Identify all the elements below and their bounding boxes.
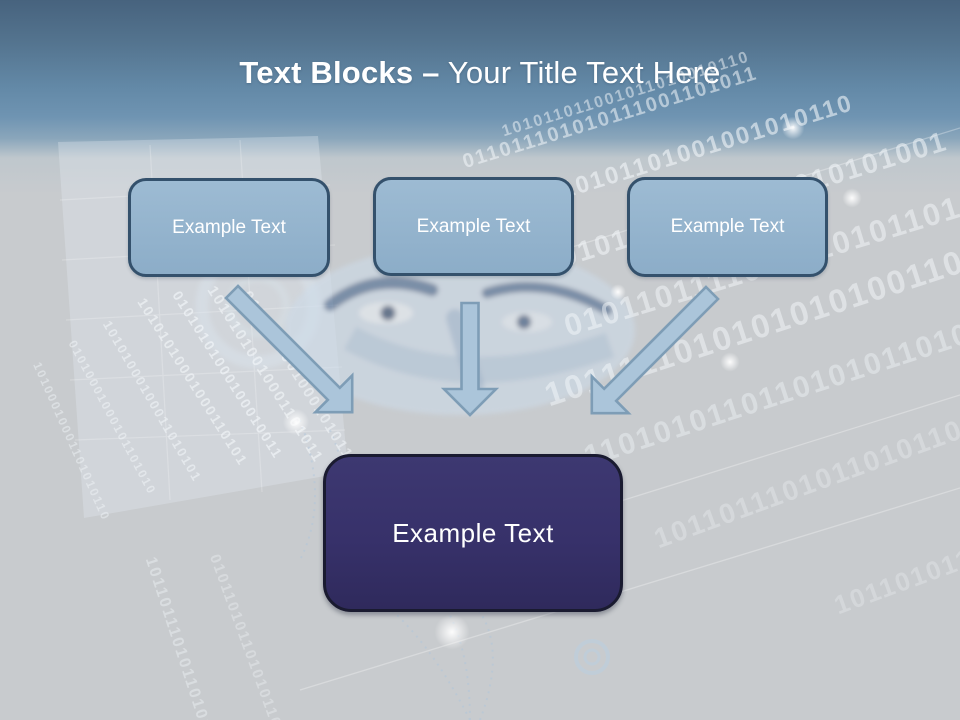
center-text-block: Example Text [323, 454, 623, 612]
text-block-2: Example Text [373, 177, 574, 276]
text-block-1-label: Example Text [172, 216, 286, 238]
text-block-3-label: Example Text [670, 216, 785, 237]
title-bold-segment: Text Blocks – [239, 55, 440, 90]
spiral-doodle [574, 639, 610, 675]
center-text-block-label: Example Text [392, 517, 554, 548]
face-artwork [285, 245, 635, 415]
arrow-down-right-icon [224, 284, 354, 414]
header-gradient [0, 0, 960, 195]
title-regular-segment: Your Title Text Here [447, 55, 721, 90]
dotted-arcs [299, 419, 494, 720]
text-block-2-label: Example Text [416, 215, 531, 237]
arrow-down-left-icon [590, 285, 720, 415]
slide-title: Text Blocks – Your Title Text Here [0, 55, 960, 90]
text-block-3: Example Text [627, 177, 828, 277]
arrow-down-icon [440, 301, 500, 417]
text-block-1: Example Text [128, 178, 330, 277]
